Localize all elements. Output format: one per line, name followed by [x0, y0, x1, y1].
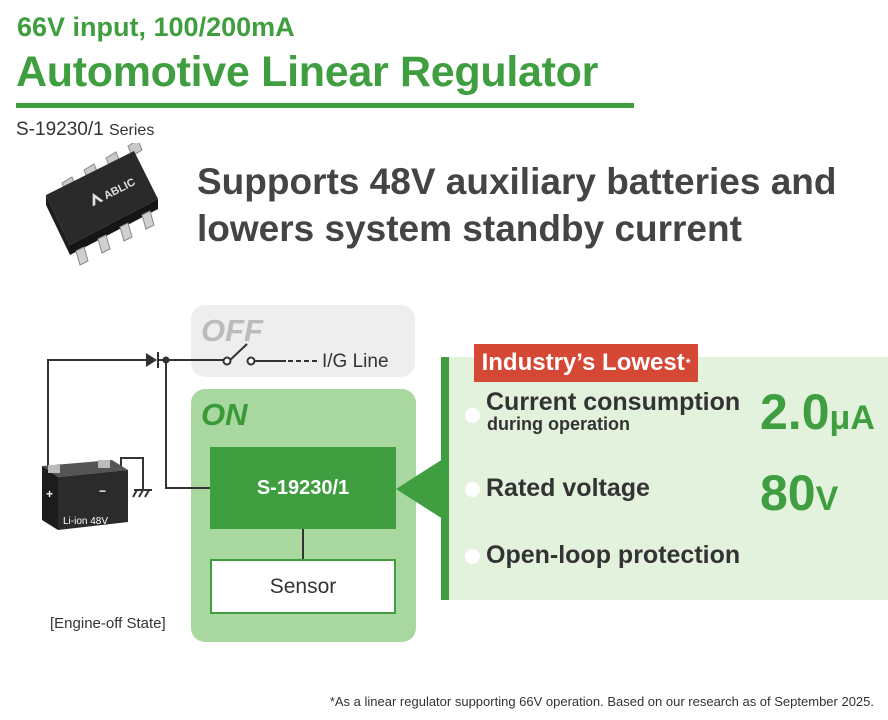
footnote: *As a linear regulator supporting 66V op…: [329, 694, 874, 709]
page-title: Automotive Linear Regulator: [16, 48, 599, 96]
feature-current-sublabel: during operation: [487, 414, 630, 434]
feature-current-value: 2.0μA: [760, 383, 875, 441]
pointer-arrow-icon: [396, 457, 446, 521]
headline-line-1: Supports 48V auxiliary batteries and: [197, 161, 837, 202]
battery-icon: + − Li-ion 48V: [42, 460, 128, 530]
chip-image: ABLIC: [46, 143, 158, 266]
switch-contact: [246, 356, 256, 366]
off-label: OFF: [201, 313, 263, 348]
features-panel: [441, 357, 888, 600]
value-unit: V: [815, 480, 839, 518]
feature-voltage-label: Rated voltage: [486, 474, 650, 502]
ic-block: S-19230/1: [210, 447, 396, 529]
chip-pin: [97, 234, 111, 254]
title-underline: [16, 103, 634, 108]
chip-pin: [75, 246, 89, 266]
feature-openloop-label: Open-loop protection: [486, 541, 741, 569]
ground-icon: [132, 489, 152, 498]
bullet-icon: [465, 549, 480, 564]
chip-pin: [141, 210, 155, 230]
switch-contact: [222, 356, 232, 366]
bullet-icon: [465, 482, 480, 497]
wire-battery-to-ground: [120, 457, 144, 490]
battery-plus: +: [46, 487, 53, 501]
battery-label: Li-ion 48V: [63, 516, 108, 527]
badge-asterisk: *: [685, 356, 691, 370]
feature-current-label: Current consumption: [486, 388, 741, 416]
battery-minus: −: [99, 484, 106, 498]
sensor-block: Sensor: [210, 559, 396, 614]
wire-battery-to-diode: [47, 359, 146, 475]
series-word: Series: [108, 122, 155, 139]
state-caption: [Engine-off State]: [50, 615, 166, 632]
junction-dot: [162, 356, 170, 364]
chip-pin: [119, 222, 133, 242]
diode-icon: [146, 353, 157, 367]
series-code: S-19230/1: [16, 119, 104, 140]
series-label: S-19230/1 Series: [16, 119, 154, 141]
ig-line-label: I/G Line: [322, 351, 389, 372]
industry-lowest-badge: Industry’s Lowest*: [474, 344, 698, 382]
product-subtitle: 66V input, 100/200mA: [17, 12, 295, 42]
on-label: ON: [201, 397, 248, 432]
headline: Supports 48V auxiliary batteries and low…: [197, 158, 837, 252]
bullet-icon: [465, 408, 480, 423]
ablic-logo-icon: [92, 192, 104, 207]
value-unit: μA: [829, 399, 875, 437]
switch-lever: [227, 343, 248, 363]
value-number: 80: [760, 465, 816, 521]
value-number: 2.0: [760, 384, 830, 440]
feature-voltage-value: 80V: [760, 464, 838, 522]
headline-line-2: lowers system standby current: [197, 208, 742, 249]
wire-junction-to-ic: [165, 360, 210, 489]
badge-text: Industry’s Lowest: [481, 349, 685, 376]
